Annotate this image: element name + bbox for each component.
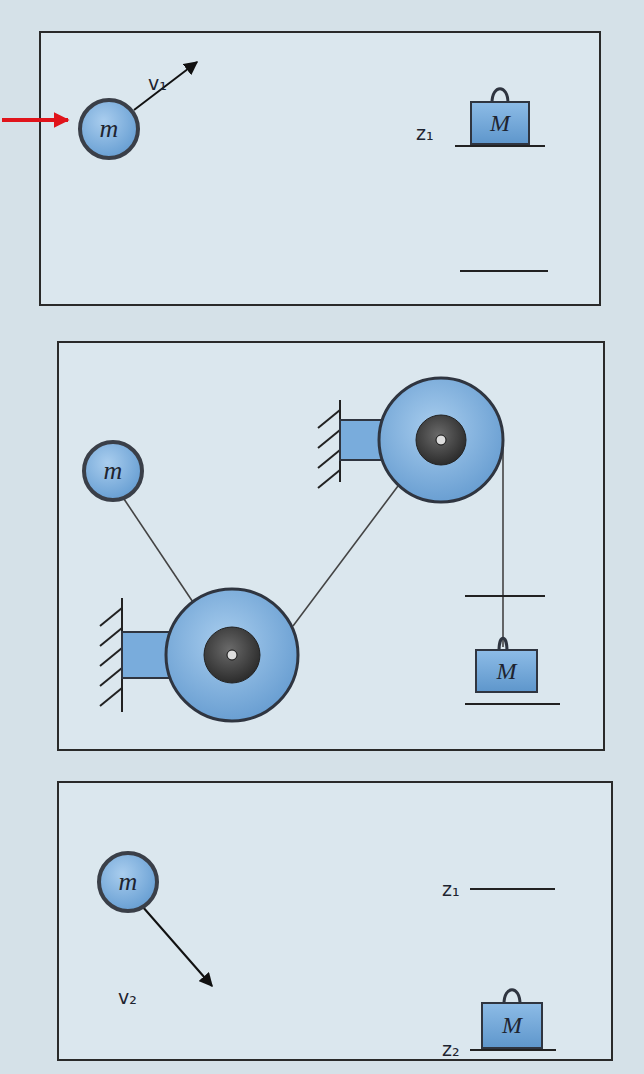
panel (58, 342, 604, 750)
mass-label: M (502, 1012, 522, 1039)
velocity-label: v₁ (148, 74, 167, 93)
mass-label: M (497, 658, 517, 685)
ball-mass: m (78, 98, 140, 160)
pulley (379, 378, 503, 502)
panel (40, 32, 600, 305)
weight-block: M (470, 101, 530, 145)
pointer-arrow (2, 118, 68, 122)
pulley (166, 589, 298, 721)
height-line (470, 888, 555, 890)
height-line (465, 595, 545, 597)
mass-label: m (119, 867, 138, 897)
height-label: z₁ (416, 124, 434, 143)
axle (436, 435, 446, 445)
ball-mass: m (82, 440, 144, 502)
mass-label: m (104, 456, 123, 486)
pulley-hub (416, 415, 466, 465)
wall-mount (100, 400, 340, 712)
velocity-arrow (134, 62, 197, 110)
height-line (470, 1049, 556, 1051)
height-line (460, 270, 548, 272)
height-label: z₂ (442, 1040, 460, 1059)
height-line (455, 145, 545, 147)
ball-mass: m (97, 851, 159, 913)
weight-block: M (475, 649, 538, 693)
weight-block: M (481, 1002, 543, 1049)
velocity-label: v₂ (118, 988, 137, 1007)
height-label: z₁ (442, 880, 460, 899)
velocity-arrow (142, 906, 212, 986)
axle (227, 650, 237, 660)
mass-label: M (490, 110, 510, 137)
floor-line (465, 703, 560, 705)
pulley-hub (204, 627, 260, 683)
mass-label: m (100, 114, 119, 144)
panel (58, 782, 612, 1060)
